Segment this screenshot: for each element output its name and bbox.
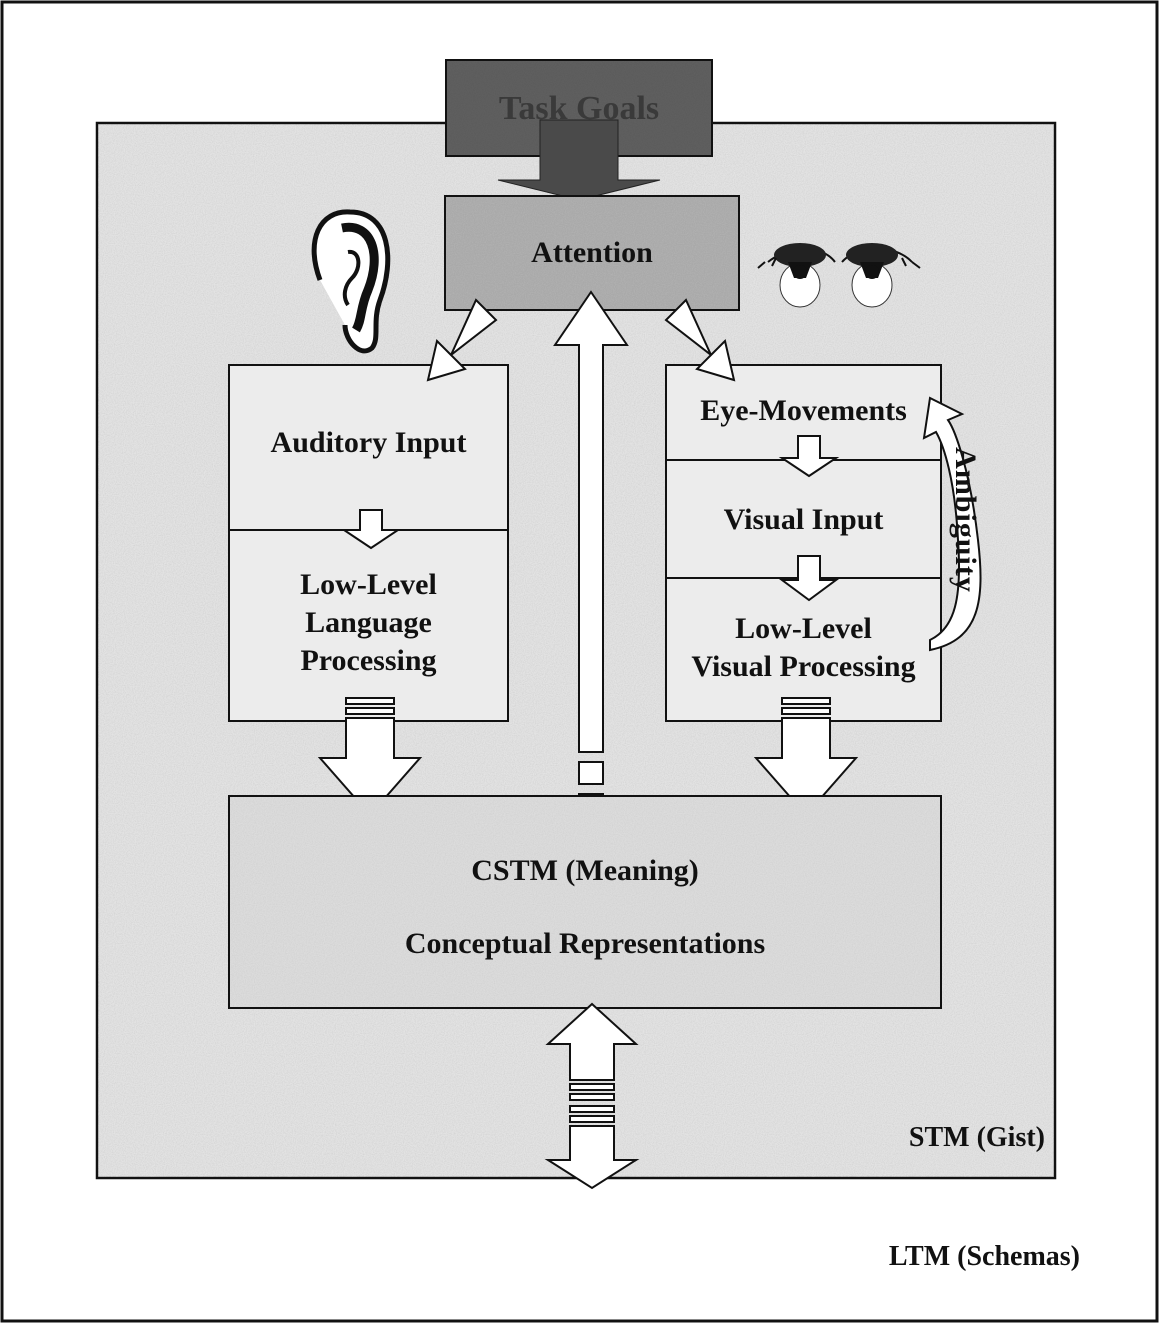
low-level-visual-label: Low-Level Visual Processing — [666, 610, 941, 686]
stm-gist-label: STM (Gist) — [845, 1119, 1045, 1157]
conceptual-representations-label: Conceptual Representations — [229, 925, 941, 963]
ltm-schemas-label: LTM (Schemas) — [835, 1238, 1080, 1276]
cstm-meaning-label: CSTM (Meaning) — [229, 852, 941, 890]
attention-label: Attention — [445, 234, 739, 272]
low-level-language-label: Low-Level Language Processing — [229, 566, 508, 680]
task-goals-label: Task Goals — [446, 90, 712, 128]
eye-movements-label: Eye-Movements — [666, 392, 941, 430]
auditory-input-label: Auditory Input — [229, 424, 508, 462]
visual-input-label: Visual Input — [666, 501, 941, 539]
ambiguity-label: Ambiguity — [942, 370, 982, 670]
